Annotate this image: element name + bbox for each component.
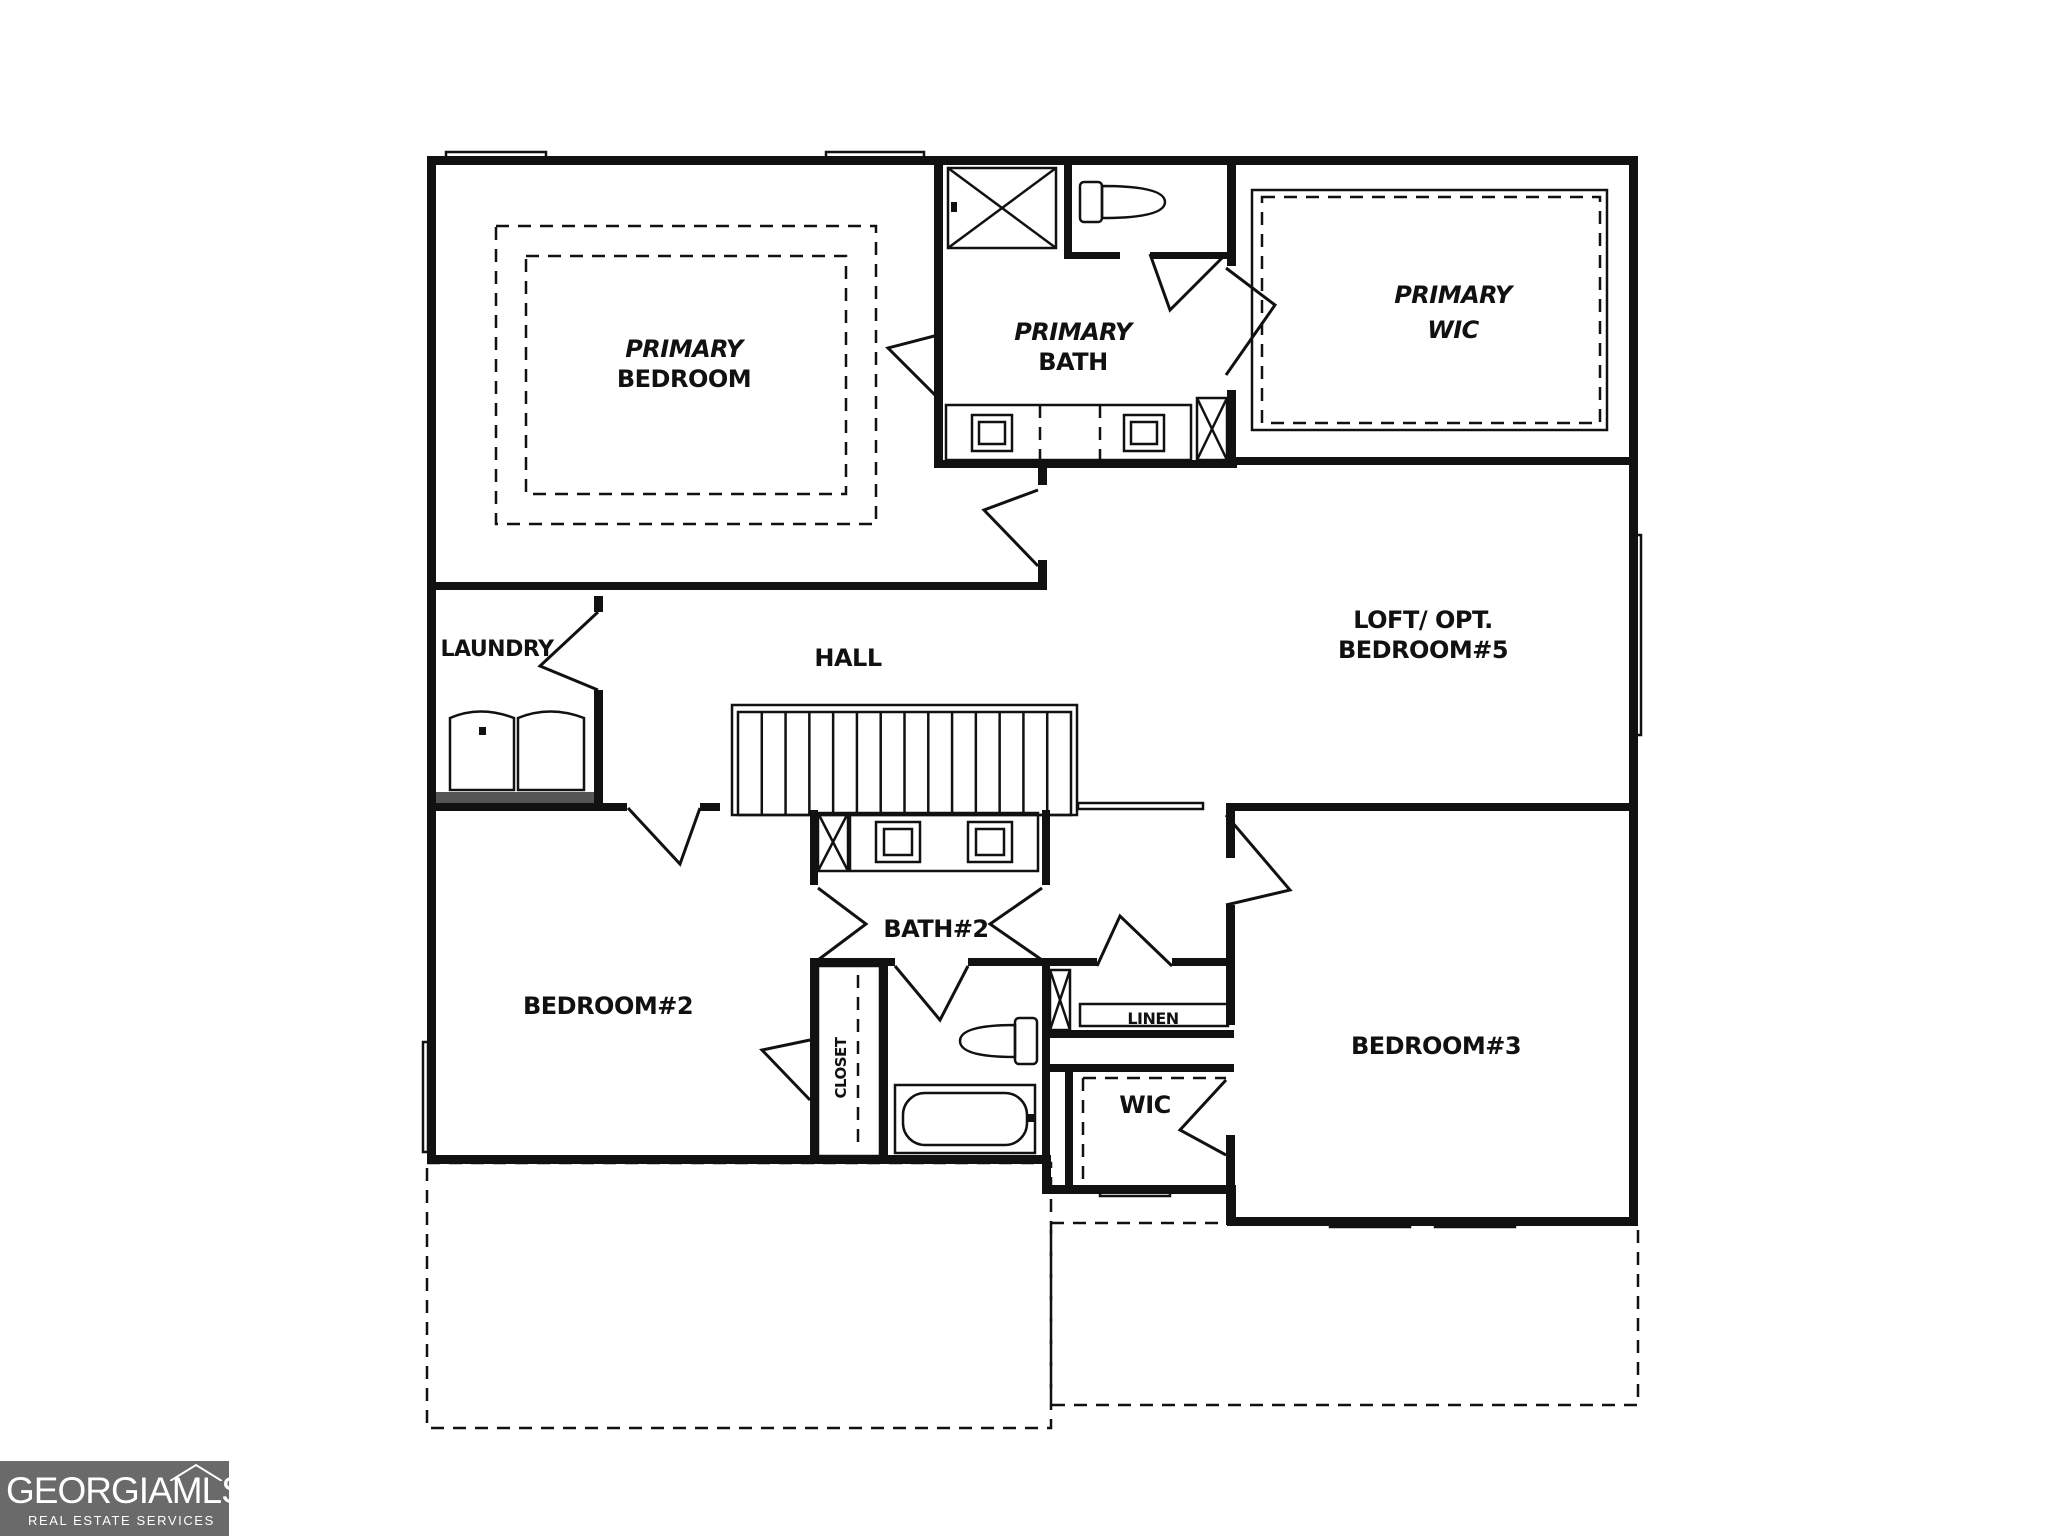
door-swings bbox=[537, 253, 1293, 1157]
logo-brand-text: GEORGIAMLS bbox=[6, 1470, 246, 1511]
room-labels: PRIMARY BEDROOM PRIMARY BATH PRIMARY WIC… bbox=[440, 281, 1521, 1119]
fixtures bbox=[436, 166, 1609, 1180]
label-loft-1: LOFT/ OPT. bbox=[1353, 606, 1493, 634]
dryer-icon bbox=[516, 710, 586, 792]
label-primary-bedroom-2: BEDROOM bbox=[617, 365, 751, 393]
label-linen: LINEN bbox=[1127, 1009, 1178, 1028]
label-primary-bedroom-1: PRIMARY bbox=[625, 335, 746, 363]
logo-subtitle: REAL ESTATE SERVICES bbox=[28, 1513, 215, 1528]
label-primary-wic-1: PRIMARY bbox=[1394, 281, 1515, 309]
label-primary-bath-2: BATH bbox=[1038, 348, 1107, 376]
vanity-bath-2 bbox=[816, 811, 1040, 873]
windows bbox=[421, 150, 1643, 1229]
toilet-icon bbox=[958, 1016, 1039, 1066]
washer-icon bbox=[448, 710, 516, 792]
label-bath-2: BATH#2 bbox=[883, 915, 988, 943]
laundry-shelf bbox=[436, 792, 594, 803]
label-hall: HALL bbox=[814, 644, 881, 672]
shower-icon bbox=[946, 166, 1058, 250]
vanity-primary bbox=[944, 396, 1229, 462]
label-loft-2: BEDROOM#5 bbox=[1338, 636, 1508, 664]
label-wic: WIC bbox=[1119, 1091, 1171, 1119]
lower-dashed-footprint bbox=[425, 1161, 1640, 1430]
label-primary-wic-2: WIC bbox=[1427, 316, 1479, 344]
bathtub-icon bbox=[893, 1083, 1037, 1155]
house-roof-icon bbox=[170, 1463, 222, 1481]
label-bedroom-2: BEDROOM#2 bbox=[523, 992, 693, 1020]
label-laundry: LAUNDRY bbox=[440, 637, 555, 662]
label-closet: CLOSET bbox=[832, 1036, 850, 1098]
toilet-icon bbox=[1078, 180, 1167, 224]
label-bedroom-3: BEDROOM#3 bbox=[1351, 1032, 1521, 1060]
interior-walls bbox=[427, 156, 1638, 1225]
georgia-mls-logo: GEORGIAMLS REAL ESTATE SERVICES bbox=[0, 1461, 246, 1536]
staircase bbox=[730, 703, 1079, 817]
label-primary-bath-1: PRIMARY bbox=[1014, 318, 1135, 346]
